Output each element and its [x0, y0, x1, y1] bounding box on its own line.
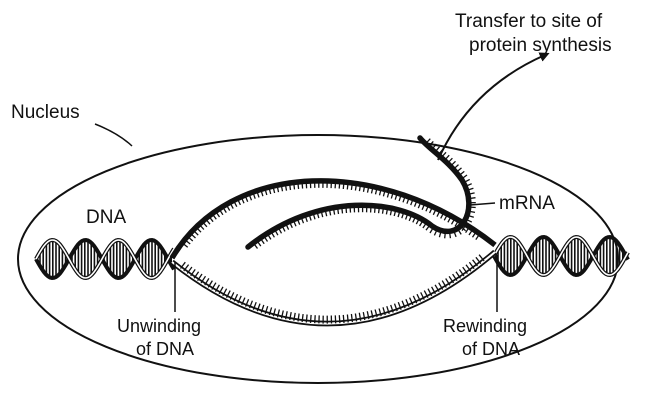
dna-template-strand	[172, 252, 495, 324]
unwinding-label-line1: Unwinding	[117, 316, 201, 336]
transfer-label-line1: Transfer to site of	[455, 11, 603, 32]
nucleotide-tick	[306, 315, 307, 323]
transfer-arrow	[438, 55, 545, 160]
nucleotide-tick	[294, 183, 295, 190]
transfer-label-line2: protein synthesis	[469, 35, 612, 56]
nucleotide-tick	[347, 182, 348, 189]
nucleotide-tick	[445, 231, 446, 238]
rewinding-label-line1: Rewinding	[443, 316, 527, 336]
nucleotide-tick	[298, 182, 299, 189]
nucleotide-tick	[379, 206, 380, 213]
mrna-label: mRNA	[499, 193, 555, 214]
dna-label: DNA	[86, 207, 126, 228]
rewinding-label-line2: of DNA	[462, 339, 520, 359]
nucleotide-tick	[351, 183, 352, 190]
nucleotide-tick	[339, 315, 340, 323]
nucleotide-tick	[375, 206, 376, 213]
nucleotide-tick	[335, 181, 336, 188]
nucleotide-tick	[302, 182, 303, 189]
nucleus-label: Nucleus	[11, 102, 80, 123]
nucleotide-tick	[346, 206, 347, 213]
unwinding-label-line2: of DNA	[136, 339, 194, 359]
dna-helix-right	[494, 237, 628, 275]
dna-top-strand	[172, 181, 495, 258]
nucleotide-tick	[315, 315, 316, 323]
nucleotide-tick	[343, 315, 344, 323]
nucleotide-tick	[339, 182, 340, 189]
nucleus-leader-line	[95, 124, 132, 146]
nucleotide-tick	[311, 315, 312, 323]
mrna-strand	[248, 138, 476, 249]
dna-helix-left	[36, 240, 174, 278]
nucleotide-tick	[469, 198, 476, 199]
nucleotide-tick	[342, 207, 343, 214]
nucleotide-tick	[350, 206, 351, 213]
nucleotide-tick	[450, 231, 451, 238]
nucleotide-tick	[347, 315, 348, 323]
nucleotide-tick	[469, 207, 476, 208]
nucleotide-tick	[343, 182, 344, 189]
